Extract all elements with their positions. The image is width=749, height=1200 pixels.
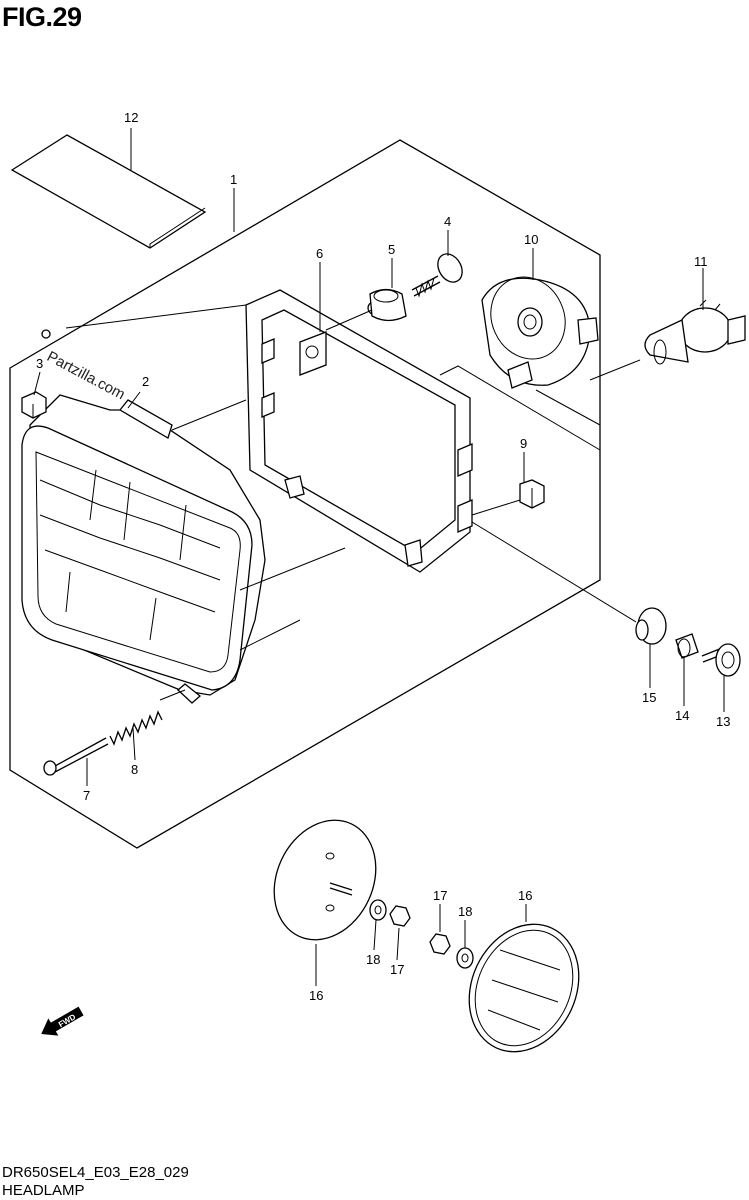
callout-16a: 16 [309,988,323,1003]
assembly-guide-lines [65,304,641,701]
part-14-collar [675,633,699,659]
callout-8: 8 [131,762,138,777]
callout-6: 6 [316,246,323,261]
callout-1: 1 [230,172,237,187]
callout-15: 15 [642,690,656,705]
part-18-washer-left [369,899,387,921]
part-16-cover-left [273,819,377,941]
part-4-screw [411,253,463,298]
part-18-washer-right [456,947,474,969]
part-5-grommet [367,288,407,322]
callout-2: 2 [142,374,149,389]
part-17-nut-left [389,905,411,927]
part-7-long-screw [43,737,109,776]
callout-16b: 16 [518,888,532,903]
callout-17b: 17 [390,962,404,977]
part-13-bolt [701,643,741,677]
callout-17a: 17 [433,888,447,903]
part-16-cover-right [468,923,580,1053]
part-2-headlamp-unit [21,394,266,704]
callout-18b: 18 [366,952,380,967]
part-11-bulb [644,299,746,365]
callout-9: 9 [520,436,527,451]
part-10-socket-cover [481,276,599,389]
part-9-clip-nut [519,479,545,509]
callout-13: 13 [716,714,730,729]
part-12-label-sheet [10,134,207,249]
assembly-boundary-1 [9,139,601,849]
callouts: 12 1 4 10 5 11 6 3 2 9 15 14 13 8 7 17 1… [36,110,730,1003]
leader-lines [33,128,725,986]
part-8-spring [109,710,163,746]
callout-18a: 18 [458,904,472,919]
part-15-grommet [635,607,667,645]
callout-7: 7 [83,788,90,803]
diagram-code: DR650SEL4_E03_E28_029 [2,1164,189,1181]
part-17-nut-right [429,933,451,955]
callout-12: 12 [124,110,138,125]
diagram-name: HEADLAMP [2,1182,85,1199]
callout-10: 10 [524,232,538,247]
figure-title: FIG.29 [2,2,82,32]
callout-11: 11 [694,254,708,269]
part-6-headlamp-frame [245,289,473,573]
part-3-nut-clip [21,391,47,419]
callout-14: 14 [675,708,689,723]
callout-3: 3 [36,356,43,371]
callout-5: 5 [388,242,395,257]
o-ring-marker [41,329,51,339]
forward-arrow-icon: FWD [41,1006,84,1036]
callout-4: 4 [444,214,451,229]
